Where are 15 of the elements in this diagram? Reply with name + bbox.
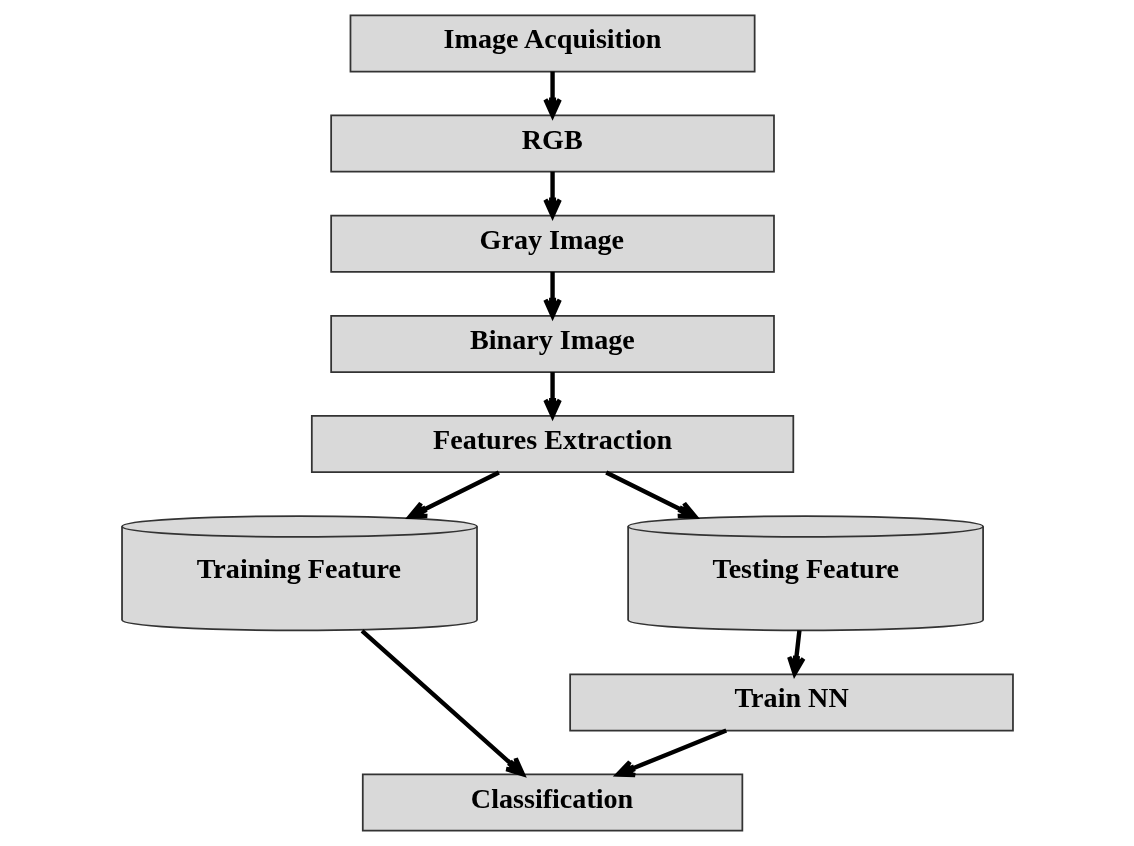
arrow <box>542 372 562 419</box>
arrow <box>542 71 562 118</box>
node-box: RGB <box>329 114 775 173</box>
node-box: Features Extraction <box>310 415 794 474</box>
arrow <box>786 630 806 676</box>
node-box: Gray Image <box>329 214 775 273</box>
arrow <box>604 470 697 519</box>
arrow <box>615 728 727 778</box>
node-box: Binary Image <box>329 314 775 373</box>
node-box: Train NN <box>568 673 1014 732</box>
arrow <box>542 171 562 218</box>
node-box: Image Acquisition <box>349 14 756 73</box>
arrow <box>360 629 525 777</box>
node-box: Classification <box>361 773 743 832</box>
arrow <box>407 470 500 519</box>
